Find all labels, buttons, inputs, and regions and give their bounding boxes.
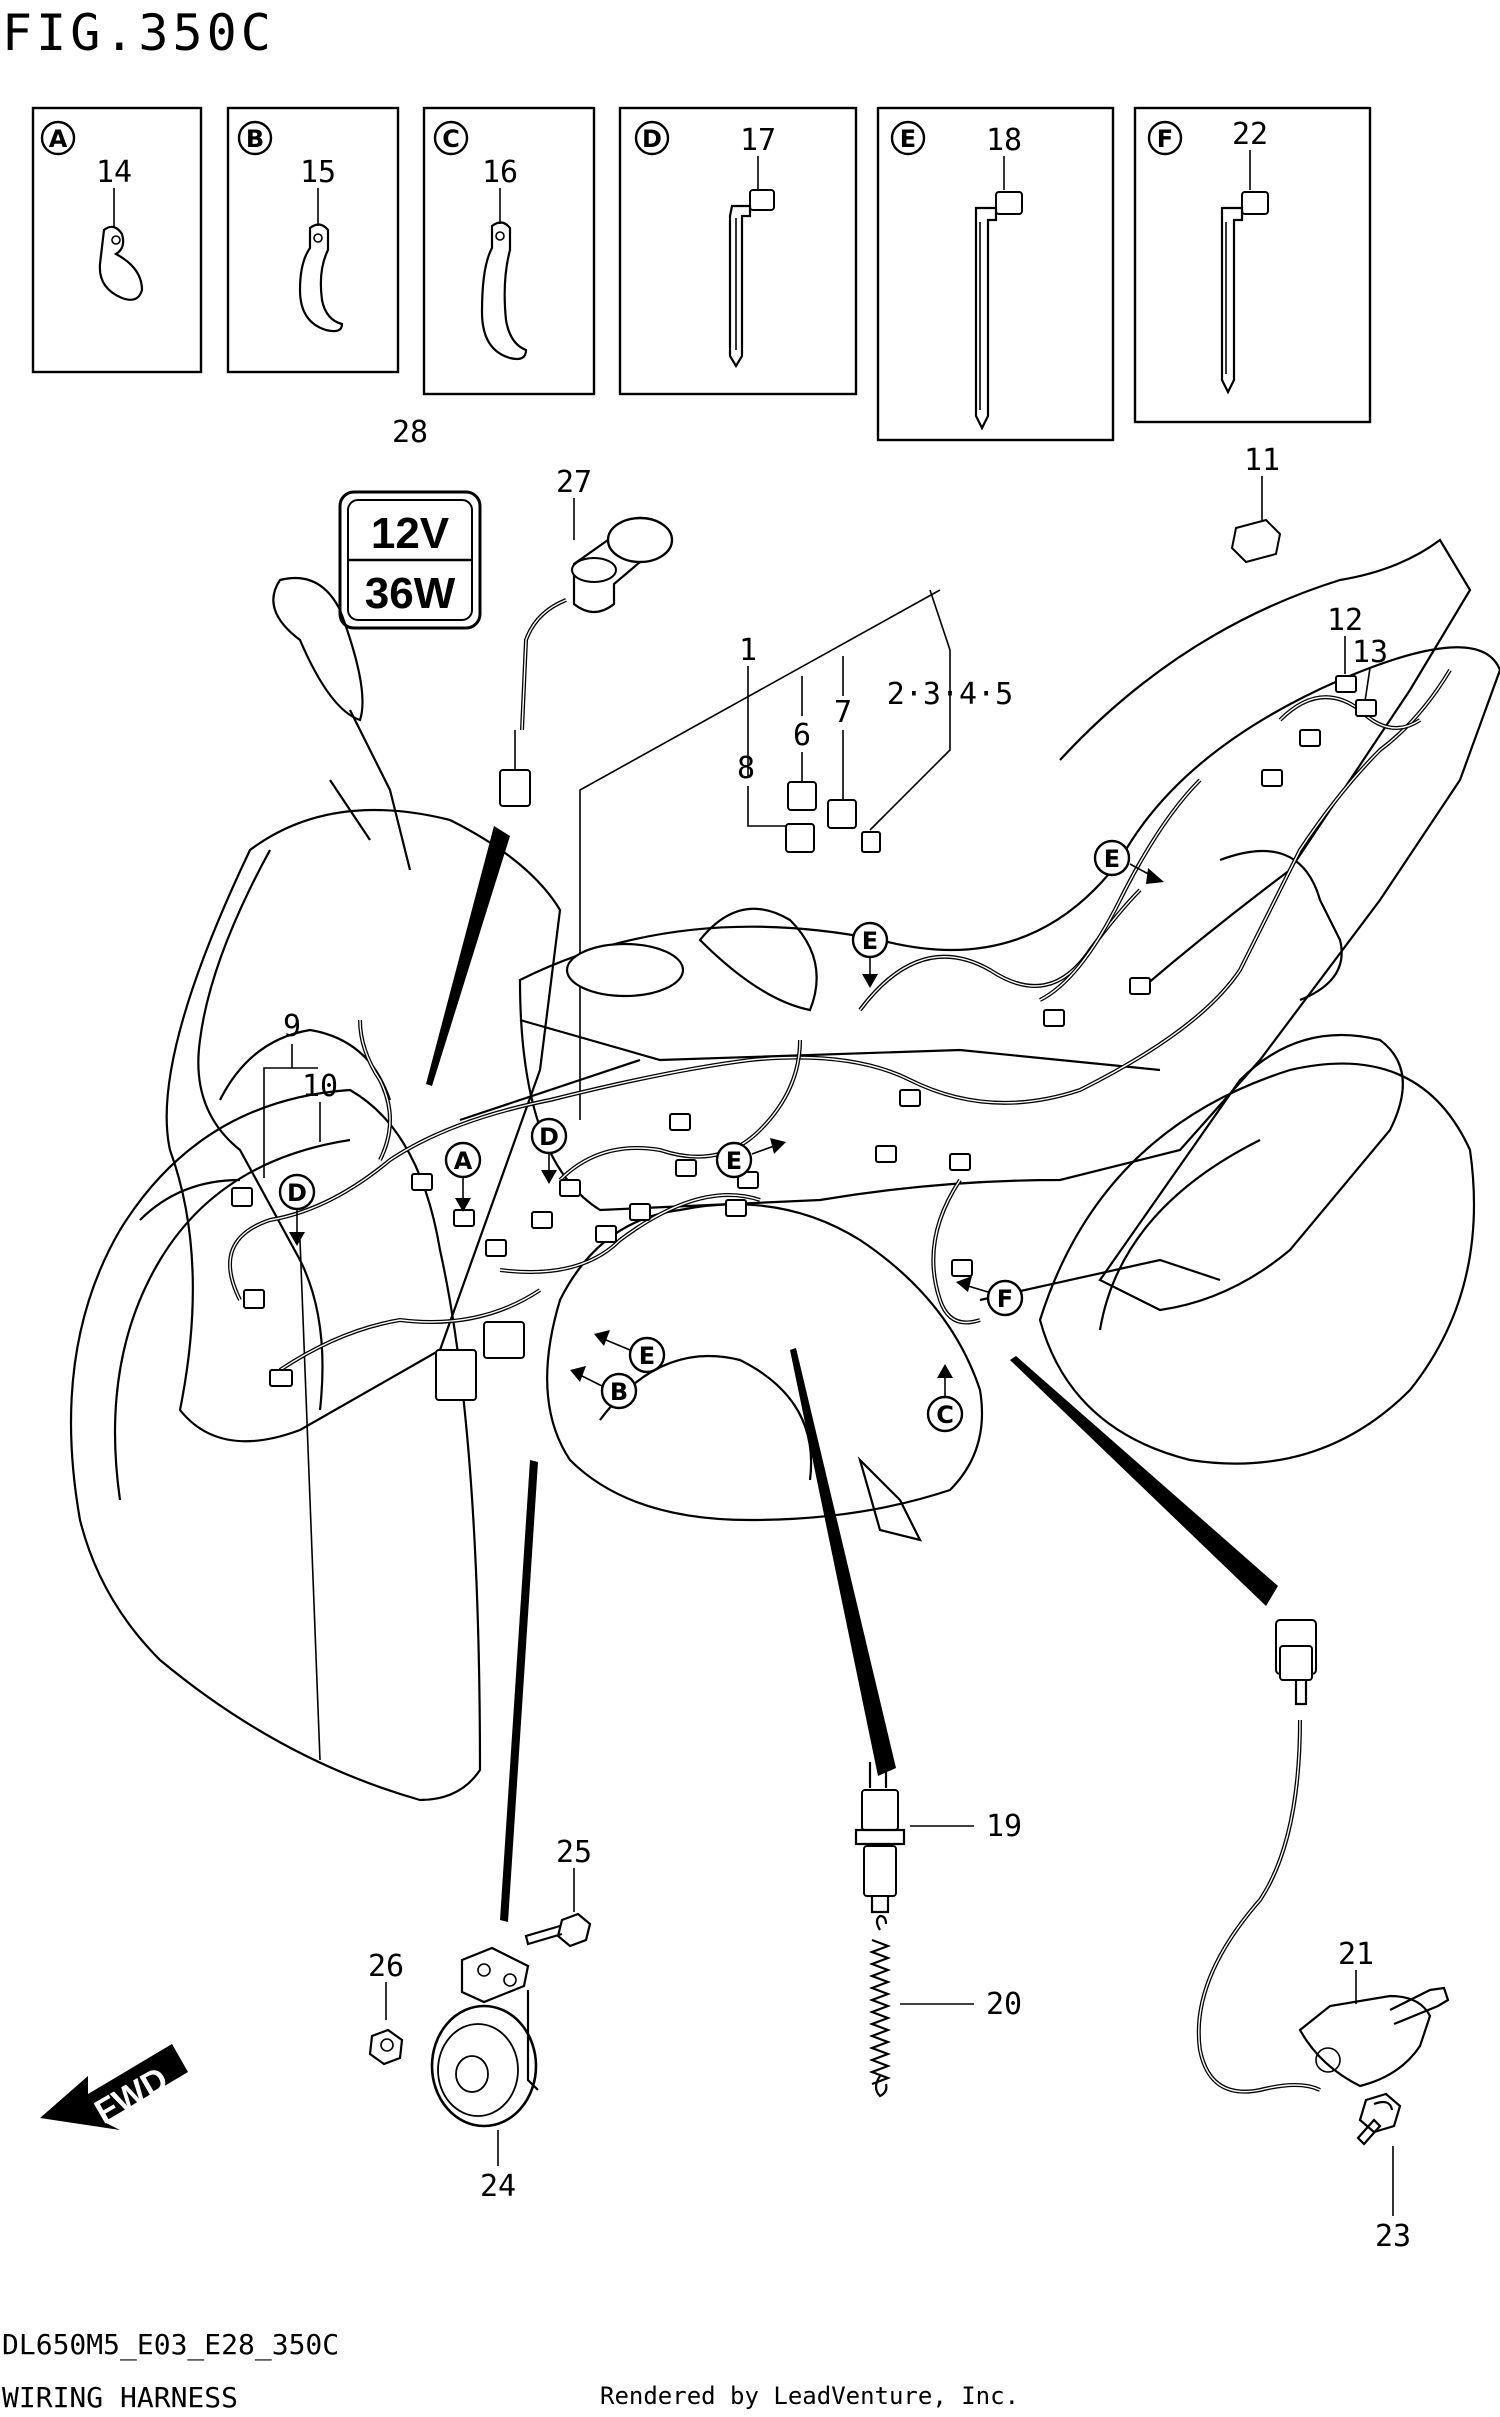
svg-text:F: F (997, 1285, 1013, 1313)
connector-group-rear: 11 12 13 (1230, 443, 1388, 709)
cable-tie-long-icon (974, 191, 1023, 431)
marker-f: F (956, 1276, 1024, 1317)
figure-code: DL650M5_E03_E28_350C (2, 2328, 339, 2362)
callout-23: 23 (1375, 2219, 1411, 2254)
clamp-icon (98, 225, 144, 301)
relay-group: 1 2·3·4·5 6 7 8 (579, 589, 1013, 1120)
callout-26: 26 (368, 1949, 404, 1984)
svg-text:D: D (539, 1123, 559, 1151)
marker-d-front: D (278, 1173, 316, 1246)
inset-a: A 14 (31, 106, 203, 374)
horn-24: 24 (430, 1946, 539, 2204)
cable-tie-icon (728, 189, 775, 369)
callout-20: 20 (986, 1987, 1022, 2022)
pointer-sensor (1010, 1356, 1278, 1606)
inset-d: D 17 (618, 106, 858, 396)
svg-text:A: A (454, 1147, 473, 1175)
marker-b: B (570, 1366, 638, 1410)
inset-d-letter: D (642, 125, 662, 153)
callout-16: 16 (482, 155, 518, 190)
inset-f: F 22 (1133, 106, 1372, 424)
marker-e-lower: E (594, 1330, 666, 1374)
svg-text:D: D (287, 1179, 307, 1207)
sensor-21: 21 (1196, 1619, 1450, 2094)
svg-text:E: E (726, 1147, 742, 1175)
inset-c-letter: C (442, 125, 460, 153)
callout-27: 27 (556, 465, 592, 500)
figure-name: WIRING HARNESS (2, 2381, 238, 2414)
callout-25: 25 (556, 1835, 592, 1870)
svg-text:E: E (639, 1342, 655, 1370)
inset-b-marker (237, 120, 273, 156)
spring-20: 20 (868, 1914, 1022, 2098)
svg-text:B: B (610, 1378, 628, 1406)
callout-17: 17 (740, 123, 776, 158)
callout-19: 19 (986, 1809, 1022, 1844)
inset-e-letter: E (900, 125, 916, 153)
socket-rating-badge: 28 12V 36W (338, 415, 482, 630)
cable-tie-band-icon (298, 223, 344, 333)
marker-e-center: E (715, 1138, 786, 1179)
inset-c: C 16 (422, 106, 596, 396)
bolt-23: 23 (1356, 2092, 1411, 2254)
callout-8: 8 (737, 751, 755, 786)
marker-d-center: D (530, 1117, 568, 1184)
inset-c-marker (433, 120, 469, 156)
callout-15: 15 (300, 155, 336, 190)
svg-text:E: E (862, 927, 878, 955)
motorcycle-outline (69, 538, 1500, 1802)
callout-12: 12 (1327, 603, 1363, 638)
main-harness (228, 668, 1452, 1401)
marker-e-tank: E (851, 921, 889, 988)
callout-1: 1 (739, 633, 757, 668)
callout-13: 13 (1352, 635, 1388, 670)
rendered-by: Rendered by LeadVenture, Inc. (600, 2382, 1019, 2410)
accessory-socket-27: 27 (499, 465, 674, 807)
inset-a-letter: A (49, 125, 68, 153)
harness-markers: A D D E E E E (278, 839, 1164, 1433)
cable-tie-band-long-icon (480, 221, 528, 361)
badge-wattage: 36W (365, 569, 456, 618)
inset-d-marker (634, 120, 670, 156)
inset-e: E 18 (876, 106, 1115, 442)
callout-18: 18 (986, 123, 1022, 158)
inset-f-letter: F (1157, 125, 1173, 153)
badge-voltage: 12V (371, 509, 450, 558)
switch-19: 19 (854, 1762, 1022, 1914)
bolt-25: 25 (524, 1835, 592, 1948)
marker-a: A (444, 1141, 482, 1212)
inset-a-marker (40, 120, 76, 156)
cable-tie-f-icon (1220, 191, 1269, 395)
callout-11: 11 (1244, 443, 1280, 478)
callout-24: 24 (480, 2169, 516, 2204)
callout-28: 28 (392, 415, 428, 450)
svg-text:E: E (1104, 845, 1120, 873)
nut-26: 26 (368, 1949, 404, 2066)
callout-6: 6 (793, 718, 811, 753)
callout-21: 21 (1338, 1937, 1374, 1972)
callout-14: 14 (96, 155, 132, 190)
figure-title: FIG.350C (2, 4, 275, 62)
callout-10: 10 (302, 1069, 338, 1104)
pointer-switch (790, 1348, 896, 1776)
callout-9: 9 (283, 1009, 301, 1044)
marker-c: C (926, 1364, 964, 1433)
inset-b-letter: B (246, 125, 264, 153)
inset-f-marker (1147, 120, 1183, 156)
inset-b: B 15 (226, 106, 400, 374)
marker-e-seat: E (1093, 839, 1164, 884)
pointer-socket (426, 826, 510, 1086)
inset-e-marker (890, 120, 926, 156)
fwd-arrow: FWD (40, 2044, 188, 2132)
callout-7: 7 (834, 695, 852, 730)
pointer-horn (500, 1460, 538, 1922)
svg-text:C: C (936, 1401, 954, 1429)
callouts-9-10: 9 10 (263, 1009, 338, 1178)
callout-22: 22 (1232, 117, 1268, 152)
